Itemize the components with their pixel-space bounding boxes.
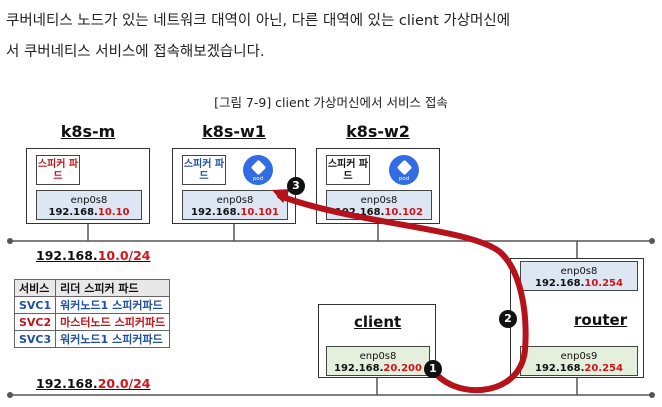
speaker-pod-k8s-w2: 스피커 파드 bbox=[326, 155, 370, 185]
nic-name: enp0s8 bbox=[360, 195, 398, 206]
nic-name: enp0s8 bbox=[70, 195, 108, 206]
figure-caption: [그림 7-9] client 가상머신에서 서비스 접속 bbox=[214, 95, 448, 110]
nic-ip: 192.168.10.101 bbox=[191, 207, 279, 218]
traffic-path-line bbox=[277, 193, 529, 394]
header-service: 서비스 bbox=[13, 279, 57, 297]
speaker-pod-k8s-m: 스피커 파드 bbox=[36, 155, 80, 185]
nic-ip: 192.168.10.10 bbox=[48, 207, 130, 218]
nic-ip: 192.168.10.254 bbox=[535, 278, 623, 289]
nic-name: enp0s9 bbox=[560, 351, 598, 362]
router-title: router bbox=[574, 311, 628, 329]
nic-ip: 192.168.20.254 bbox=[535, 363, 623, 374]
nic-client: enp0s8 192.168.20.200 bbox=[326, 346, 430, 376]
pod-icon: pod bbox=[243, 155, 273, 185]
network-line-bottom-end-right bbox=[649, 392, 655, 398]
network-label-top: 192.168.10.0/24 bbox=[36, 248, 151, 263]
service-table: 서비스 리더 스피커 파드 SVC1 워커노드1 스피커파드 SVC2 마스터노… bbox=[13, 279, 171, 348]
step-badge-3: 3 bbox=[287, 177, 305, 195]
node-title-k8s-w2: k8s-w2 bbox=[346, 122, 410, 141]
intro-line-2: 서 쿠버네티스 서비스에 접속해보겠습니다. bbox=[6, 44, 265, 60]
step-badge-2: 2 bbox=[499, 310, 517, 328]
nic-k8s-w2: enp0s8 192.168.10.102 bbox=[326, 190, 432, 220]
speaker-pod-k8s-w1: 스피커 파드 bbox=[182, 155, 226, 185]
pod-icon: pod bbox=[389, 155, 419, 185]
network-label-bottom: 192.168.20.0/24 bbox=[36, 376, 151, 391]
nic-name: enp0s8 bbox=[560, 266, 598, 277]
nic-k8s-w1: enp0s8 192.168.10.101 bbox=[182, 190, 288, 220]
network-line-top-end-right bbox=[649, 238, 655, 244]
service-table-header: 서비스 리더 스피커 파드 bbox=[13, 279, 171, 297]
intro-line-1: 쿠버네티스 노드가 있는 네트워크 대역이 아닌, 다른 대역에 있는 clie… bbox=[6, 13, 511, 29]
nic-k8s-m: enp0s8 192.168.10.10 bbox=[36, 190, 142, 220]
network-line-bottom-end-left bbox=[7, 392, 13, 398]
traffic-arrow-head bbox=[272, 189, 290, 203]
nic-router-top: enp0s8 192.168.10.254 bbox=[520, 261, 638, 291]
nic-ip: 192.168.20.200 bbox=[334, 363, 422, 374]
network-line-top-end-left bbox=[7, 238, 13, 244]
table-row: SVC1 워커노드1 스피커파드 bbox=[13, 296, 171, 314]
nic-name: enp0s8 bbox=[216, 195, 254, 206]
table-row: SVC3 워커노드1 스피커파드 bbox=[13, 330, 171, 348]
client-title: client bbox=[354, 313, 402, 331]
nic-router-bottom: enp0s9 192.168.20.254 bbox=[520, 346, 638, 376]
node-title-k8s-m: k8s-m bbox=[60, 122, 116, 141]
step-badge-1: 1 bbox=[424, 360, 442, 378]
header-leader: 리더 스피커 파드 bbox=[55, 279, 171, 297]
nic-ip: 192.168.10.102 bbox=[335, 207, 423, 218]
node-title-k8s-w1: k8s-w1 bbox=[202, 122, 266, 141]
intro-paragraph: 쿠버네티스 노드가 있는 네트워크 대역이 아닌, 다른 대역에 있는 clie… bbox=[6, 6, 656, 68]
nic-name: enp0s8 bbox=[359, 351, 397, 362]
